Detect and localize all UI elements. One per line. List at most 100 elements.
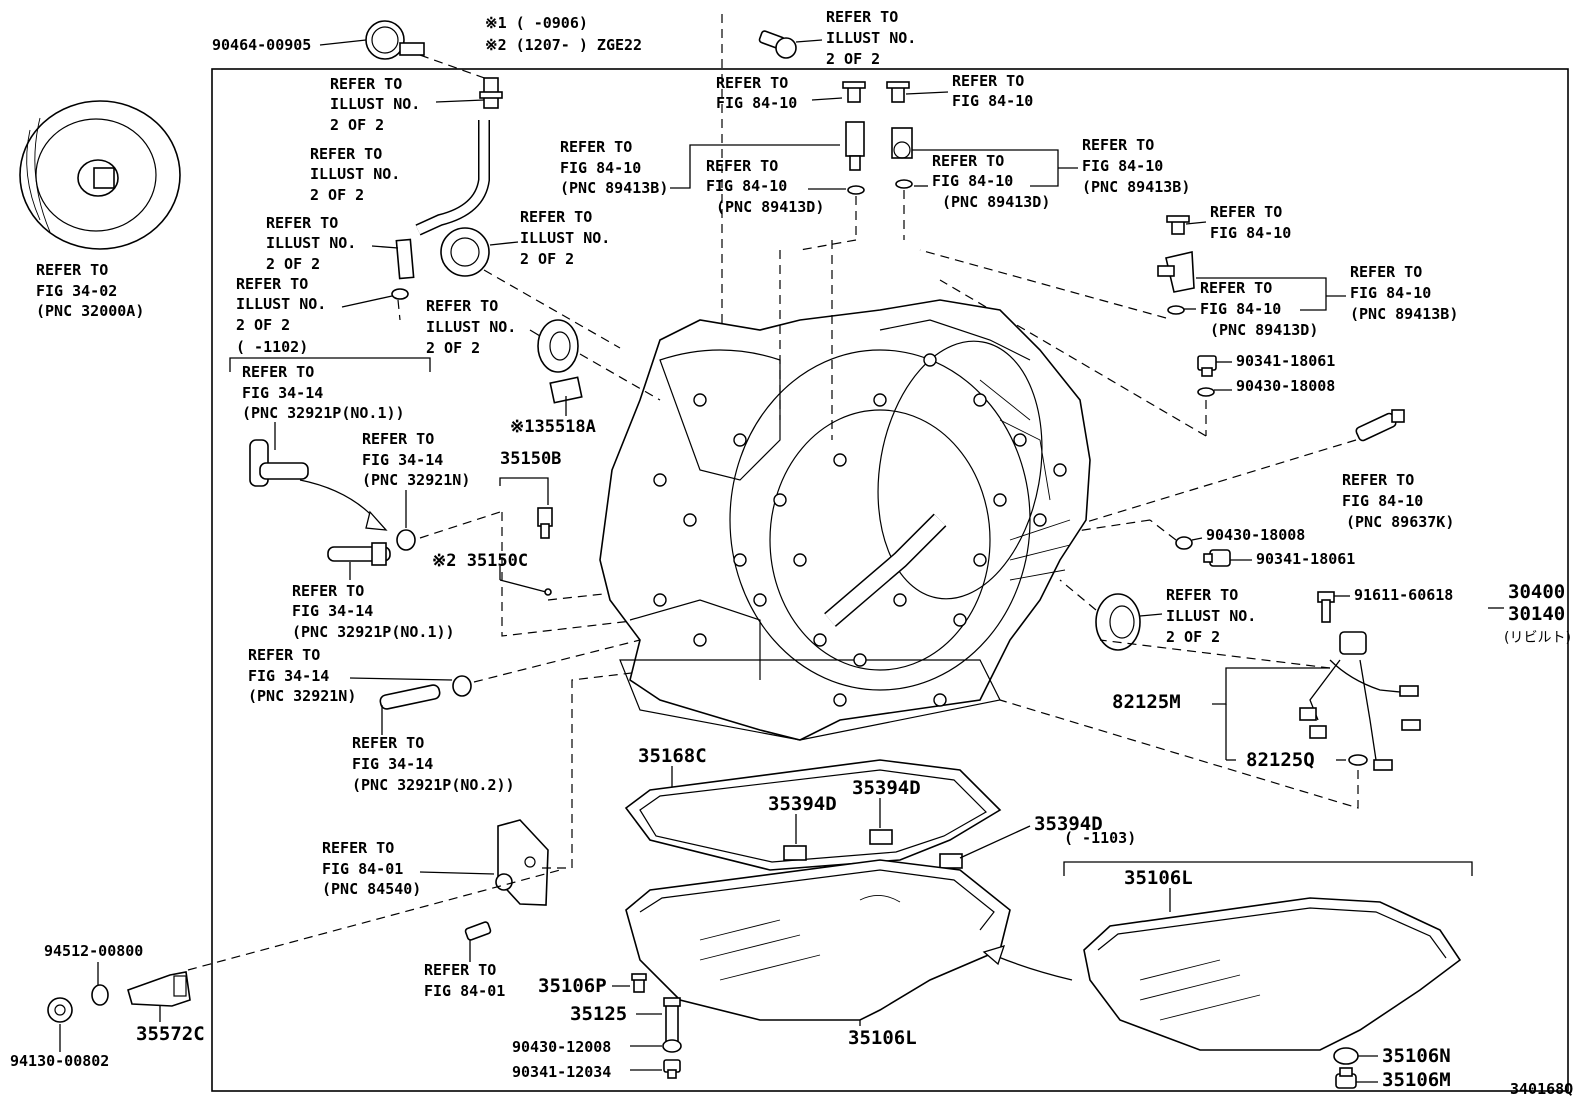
part-35394D-3[interactable]: 35394D <box>1034 813 1103 835</box>
ref-illust-b: REFER TO ILLUST NO. 2 OF 2 <box>310 145 400 204</box>
o-ring-sensor-a-icon[interactable] <box>847 185 865 195</box>
case-bolt-icon <box>653 593 667 607</box>
plug-90341-a-icon[interactable] <box>1197 355 1217 377</box>
part-91611[interactable]: 91611-60618 <box>1354 586 1453 604</box>
part-82125M[interactable]: 82125M <box>1112 691 1181 713</box>
part-35168C[interactable]: 35168C <box>638 745 707 767</box>
gasket-35106N-icon[interactable] <box>1333 1047 1359 1065</box>
temp-sensor-icon[interactable] <box>1355 409 1405 442</box>
transaxle-assembly-icon[interactable] <box>599 299 1091 741</box>
svg-text:(PNC 84540): (PNC 84540) <box>322 880 421 898</box>
part-35150B[interactable]: 35150B <box>500 449 561 469</box>
part-90430-a[interactable]: 90430-18008 <box>1236 377 1335 395</box>
svg-text:FIG 84-01: FIG 84-01 <box>322 860 403 878</box>
part-94512[interactable]: 94512-00800 <box>44 942 143 960</box>
bolt-sensor-a-icon[interactable] <box>842 81 866 103</box>
part-35125[interactable]: 35125 <box>570 1003 627 1025</box>
svg-text:2 OF 2: 2 OF 2 <box>266 255 320 273</box>
nut-icon[interactable] <box>47 997 73 1023</box>
oil-strainer-bolt-icon[interactable] <box>663 997 681 1043</box>
speed-sensor-a-icon[interactable] <box>845 121 865 171</box>
union-elbow-icon[interactable] <box>249 439 309 487</box>
hose-fitting-icon[interactable] <box>395 238 415 280</box>
filter-screen-icon[interactable] <box>537 507 553 539</box>
part-35106P[interactable]: 35106P <box>538 975 607 997</box>
oil-pan-icon[interactable] <box>625 859 1011 1021</box>
magnet-b-icon[interactable] <box>869 829 893 845</box>
speed-sensor-c-icon[interactable] <box>1157 251 1195 293</box>
oil-seal-2-icon[interactable] <box>537 319 579 373</box>
bolt-91611-icon[interactable] <box>1317 591 1335 623</box>
o-ring-icon[interactable] <box>391 288 409 300</box>
magnet-c-icon[interactable] <box>939 853 963 869</box>
o-ring-sensor-c-icon[interactable] <box>1167 305 1185 315</box>
ref-fig8410-d: REFER TO FIG 84-10 (PNC 89413D) <box>706 157 824 216</box>
range-1102: ( -1102) <box>236 338 308 356</box>
part-90341-b[interactable]: 90341-18061 <box>1256 550 1355 568</box>
o-ring-sensor-b-icon[interactable] <box>895 179 913 189</box>
shift-lever-icon[interactable] <box>127 971 191 1007</box>
svg-text:REFER TO: REFER TO <box>266 214 338 232</box>
part-82125Q[interactable]: 82125Q <box>1246 749 1315 771</box>
o-ring-2-icon[interactable] <box>396 529 416 551</box>
part-30400[interactable]: 30400 <box>1508 581 1565 603</box>
bolt-sensor-c-icon[interactable] <box>1166 215 1190 235</box>
svg-text:REFER TO: REFER TO <box>362 430 434 448</box>
part-90464[interactable]: 90464-00905 <box>212 36 311 54</box>
part-94130[interactable]: 94130-00802 <box>10 1052 109 1070</box>
wire-harness-icon[interactable] <box>1299 631 1421 771</box>
oil-pan-gasket-icon[interactable] <box>624 759 1002 871</box>
union-3-icon[interactable] <box>379 684 441 710</box>
plug-35106M-icon[interactable] <box>1335 1067 1357 1089</box>
svg-text:REFER TO: REFER TO <box>242 363 314 381</box>
oil-seal-icon[interactable] <box>440 227 490 277</box>
gasket-90430-b-icon[interactable] <box>1175 536 1193 550</box>
plug-top-icon[interactable] <box>758 30 797 59</box>
part-35106L-2[interactable]: 35106L <box>1124 867 1193 889</box>
svg-text:FIG 84-10: FIG 84-10 <box>932 172 1013 190</box>
part-35394D-1[interactable]: 35394D <box>768 793 837 815</box>
union-straight-icon[interactable] <box>327 542 391 566</box>
case-bolt-icon <box>733 433 747 447</box>
case-bolt-icon <box>933 693 947 707</box>
plug-35518A-icon[interactable] <box>549 376 583 404</box>
o-ring-82125Q-icon[interactable] <box>1348 754 1368 766</box>
hose-clamp-icon[interactable] <box>365 20 425 60</box>
part-35106N[interactable]: 35106N <box>1382 1045 1451 1067</box>
oil-pan-2-icon[interactable] <box>1083 897 1462 1051</box>
part-90430-b[interactable]: 90430-18008 <box>1206 526 1305 544</box>
case-bolt-icon <box>693 633 707 647</box>
svg-text:2 OF 2: 2 OF 2 <box>236 316 290 334</box>
breather-plug-icon[interactable] <box>479 77 503 109</box>
part-90341-c[interactable]: 90341-12034 <box>512 1063 611 1081</box>
svg-text:FIG 34-14: FIG 34-14 <box>242 384 323 402</box>
part-35106L-1[interactable]: 35106L <box>848 1027 917 1049</box>
ref-fig3414-b: REFER TO FIG 34-14 (PNC 32921N) <box>362 430 470 489</box>
torque-converter-icon[interactable] <box>19 100 181 250</box>
ref-fig8410-a: REFER TO FIG 84-10 <box>716 74 797 112</box>
part-35518A[interactable]: ※135518A <box>510 417 596 437</box>
bolt-switch-icon[interactable] <box>464 921 492 941</box>
breather-hose-icon[interactable] <box>415 120 490 236</box>
part-35572C[interactable]: 35572C <box>136 1023 205 1045</box>
part-35106M[interactable]: 35106M <box>1382 1069 1451 1091</box>
part-35394D-2[interactable]: 35394D <box>852 777 921 799</box>
gasket-90430-a-icon[interactable] <box>1197 387 1215 397</box>
part-90430-c[interactable]: 90430-12008 <box>512 1038 611 1056</box>
washer-icon[interactable] <box>91 984 109 1006</box>
speed-sensor-b-icon[interactable] <box>891 127 913 159</box>
bolt-sensor-b-icon[interactable] <box>886 81 910 103</box>
part-90341-a[interactable]: 90341-18061 <box>1236 352 1335 370</box>
bolt-35106P-icon[interactable] <box>631 973 647 993</box>
gasket-90430-c-icon[interactable] <box>662 1039 682 1053</box>
neutral-start-switch-icon[interactable] <box>495 819 549 906</box>
part-30140[interactable]: 30140 <box>1508 603 1565 625</box>
part-35150C[interactable]: ※2 35150C <box>432 551 528 571</box>
case-bolts <box>653 353 1067 707</box>
o-ring-3-icon[interactable] <box>452 675 472 697</box>
plug-90341-c-icon[interactable] <box>663 1059 681 1079</box>
magnet-a-icon[interactable] <box>783 845 807 861</box>
case-bolt-icon <box>693 393 707 407</box>
oil-seal-3-icon[interactable] <box>1095 593 1141 651</box>
plug-90341-b-icon[interactable] <box>1203 549 1231 567</box>
